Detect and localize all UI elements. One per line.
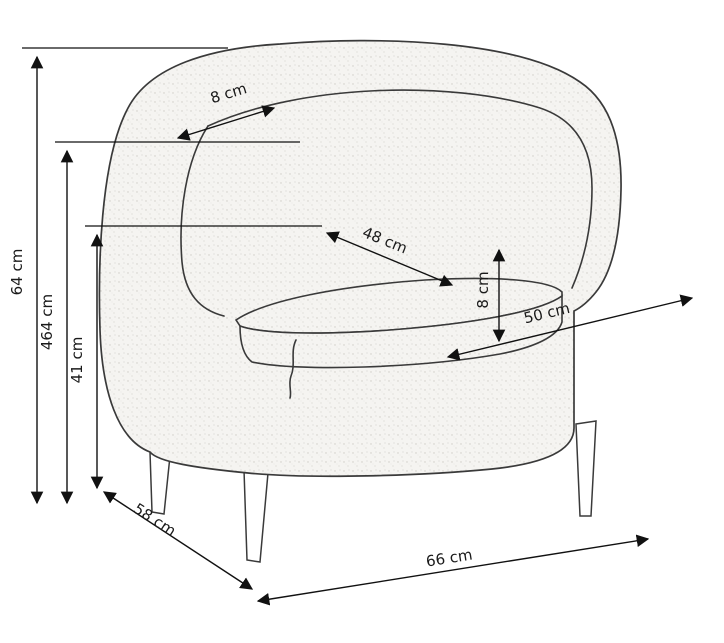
dim-seat-width-line (325, 231, 454, 287)
dim-overall-width: 66 cm (256, 534, 650, 606)
dim-total-height: 64 cm (8, 47, 228, 505)
dim-overall-width-line (256, 534, 650, 606)
dim-overall-depth: 58 cm (102, 491, 254, 590)
dim-cushion-thickness-label: 8 cm (474, 271, 492, 308)
chair-leg-front (243, 469, 269, 563)
dim-seat-depth-line (446, 294, 694, 361)
dim-overall-width-label: 66 cm (425, 546, 474, 571)
dim-total-height-label: 64 cm (8, 249, 26, 296)
dim-seat-height-label: 41 cm (68, 337, 86, 384)
chair-leg-right (575, 420, 597, 517)
chair-rim-inner-line (207, 89, 593, 289)
dim-back-height-label: 464 cm (38, 294, 56, 350)
chair-arm-front-line (180, 125, 225, 317)
chair-outer-shell (98, 39, 622, 478)
armchair-illustration (98, 39, 622, 563)
dim-back-height: 464 cm (38, 141, 300, 505)
chair-cushion-gap-line (289, 339, 297, 399)
dim-seat-height: 41 cm (68, 225, 322, 490)
dim-overall-depth-line (102, 491, 254, 590)
dim-arm-width-line (176, 105, 276, 141)
